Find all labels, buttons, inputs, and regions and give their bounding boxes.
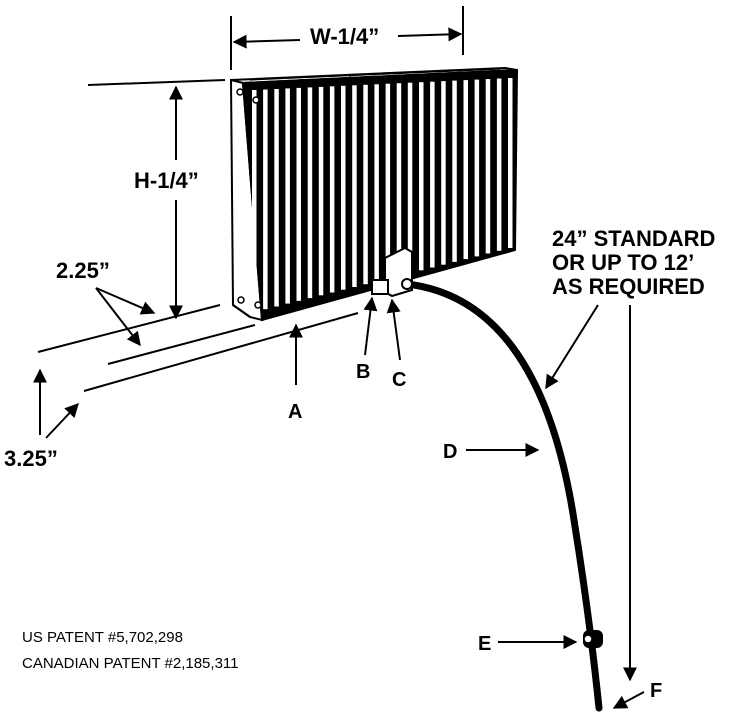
grille-slot [496,78,502,251]
depth-325-label: 3.25” [4,446,58,471]
connector-fitting [371,279,389,295]
height-dimension [87,79,226,320]
baseboard-heater-unit [229,66,519,322]
grille-slot [263,89,268,310]
grille-slot [329,86,335,293]
grille-slot [285,88,290,304]
cable-length-arrow [545,304,599,390]
grille-slot [296,87,301,301]
grille-slot [441,81,446,265]
grille-slot [508,78,513,248]
cable-note-line2: OR UP TO 12’ [552,250,694,275]
floor-lines [37,304,359,392]
callout-f-label: F [650,680,662,702]
grille-slot [430,81,435,268]
grille-slot [419,82,424,271]
power-cable [401,278,603,712]
grille-slot [363,84,368,285]
height-label: H-1/4” [134,168,199,193]
grille-slot [274,89,279,307]
grille-slot [463,80,468,260]
depth-325-arrows [33,368,79,439]
callout-b-label: B [356,361,370,383]
callout-c-label: C [392,369,406,391]
depth-225-label: 2.25” [56,258,110,283]
callout-c-arrow [386,298,401,361]
grille-slot [374,84,379,282]
us-patent-text: US PATENT #5,702,298 [22,629,183,646]
callout-f-arrow [612,691,645,709]
grille-slot [252,90,257,312]
width-dimension [230,6,464,70]
grille-slot [474,79,480,257]
depth-225-arrows [95,287,156,347]
cable-note-line1: 24” STANDARD [552,226,715,251]
grille-slot [341,85,346,290]
callout-a-label: A [288,401,302,423]
width-label: W-1/4” [310,24,379,49]
grille-slot [407,82,413,273]
grille-slot [485,79,491,254]
cable-note-line3: AS REQUIRED [552,274,705,299]
callout-d-label: D [443,441,457,463]
canadian-patent-text: CANADIAN PATENT #2,185,311 [22,655,238,672]
grille-slot [396,83,402,276]
grille-slot [385,83,391,279]
cord-clip [583,630,603,648]
grille-slot [452,80,457,262]
callout-e-label: E [478,633,491,655]
grille-slot [307,87,313,299]
grille-slot [318,86,324,296]
grille-slot [352,85,357,287]
callout-b-arrow [363,296,378,356]
